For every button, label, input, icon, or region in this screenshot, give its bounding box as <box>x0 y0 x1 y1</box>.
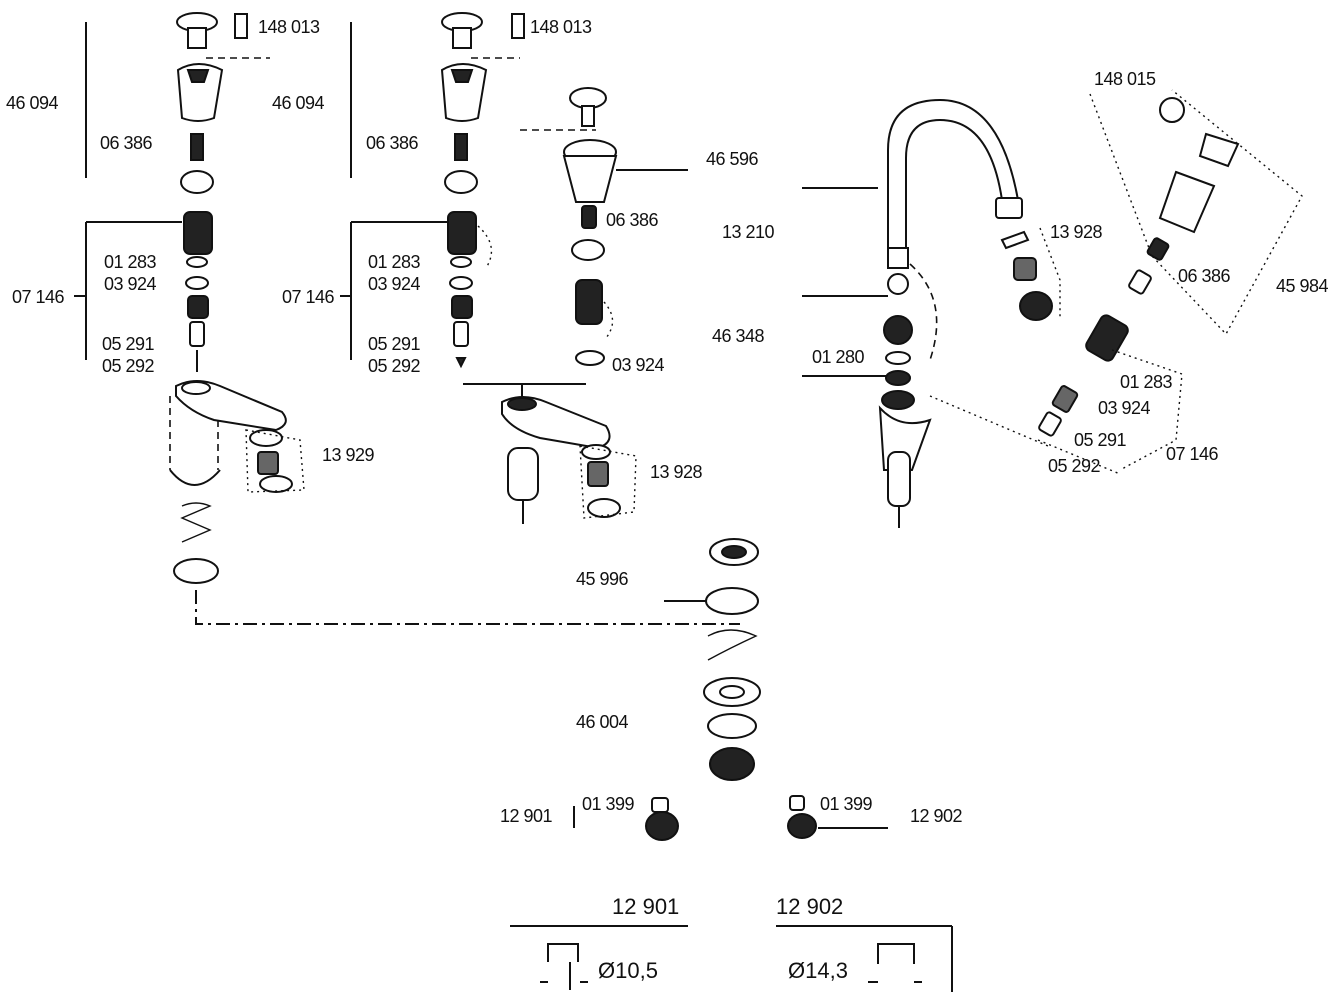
table-col2-value: Ø14,3 <box>788 958 848 983</box>
label-05292-a: 05 292 <box>102 356 155 376</box>
label-07146-b: 07 146 <box>282 287 335 307</box>
table-col1-header: 12 901 <box>612 894 679 919</box>
cartridge-part <box>183 211 213 255</box>
label-01283-c: 01 283 <box>1120 372 1173 392</box>
label-148013-b: 148 013 <box>530 17 592 37</box>
label-03924-c: 03 924 <box>612 355 665 375</box>
label-148015: 148 015 <box>1094 69 1156 89</box>
label-05291-b: 05 291 <box>368 334 421 354</box>
handle-part <box>176 63 224 122</box>
label-46004: 46 004 <box>576 712 629 732</box>
label-06386-b: 06 386 <box>366 133 419 153</box>
assembly-drain <box>195 538 888 841</box>
table-col2-header: 12 902 <box>776 894 843 919</box>
label-01283-b: 01 283 <box>368 252 421 272</box>
label-05292-b: 05 292 <box>368 356 421 376</box>
label-45984: 45 984 <box>1276 276 1329 296</box>
label-13928-b: 13 928 <box>1050 222 1103 242</box>
assembly-left <box>74 12 305 584</box>
tap-profile-small-icon <box>540 943 588 990</box>
label-148013-a: 148 013 <box>258 17 320 37</box>
label-01399-a: 01 399 <box>582 794 635 814</box>
assembly-gooseneck <box>802 98 1061 528</box>
label-03924-d: 03 924 <box>1098 398 1151 418</box>
size-table: 12 901 12 902 Ø10,5 Ø14,3 <box>510 894 953 992</box>
label-01280: 01 280 <box>812 347 865 367</box>
part-labels: 148 013 148 013 148 015 46 094 46 094 06… <box>6 17 1329 826</box>
label-05292-c: 05 292 <box>1048 456 1101 476</box>
label-12901: 12 901 <box>500 806 553 826</box>
label-07146-c: 07 146 <box>1166 444 1219 464</box>
assembly-center-handle <box>520 87 688 366</box>
table-col1-value: Ø10,5 <box>598 958 658 983</box>
label-03924-b: 03 924 <box>368 274 421 294</box>
label-03924-a: 03 924 <box>104 274 157 294</box>
label-12902: 12 902 <box>910 806 963 826</box>
o-ring-part <box>173 558 219 584</box>
label-07146-a: 07 146 <box>12 287 65 307</box>
label-06386-d: 06 386 <box>1178 266 1231 286</box>
tap-profile-large-icon <box>868 943 922 983</box>
label-13929: 13 929 <box>322 445 375 465</box>
assembly-right-angled <box>1037 89 1303 475</box>
label-06386-c: 06 386 <box>606 210 659 230</box>
label-05291-a: 05 291 <box>102 334 155 354</box>
label-13210: 13 210 <box>722 222 775 242</box>
label-45996: 45 996 <box>576 569 629 589</box>
label-46094-b: 46 094 <box>272 93 325 113</box>
label-13928-a: 13 928 <box>650 462 703 482</box>
label-46094-a: 46 094 <box>6 93 59 113</box>
right-handle <box>1158 170 1216 234</box>
label-46596: 46 596 <box>706 149 759 169</box>
label-01399-b: 01 399 <box>820 794 873 814</box>
label-05291-c: 05 291 <box>1074 430 1127 450</box>
label-01283-a: 01 283 <box>104 252 157 272</box>
assembly-middle <box>340 12 637 524</box>
label-46348: 46 348 <box>712 326 765 346</box>
label-06386-a: 06 386 <box>100 133 153 153</box>
